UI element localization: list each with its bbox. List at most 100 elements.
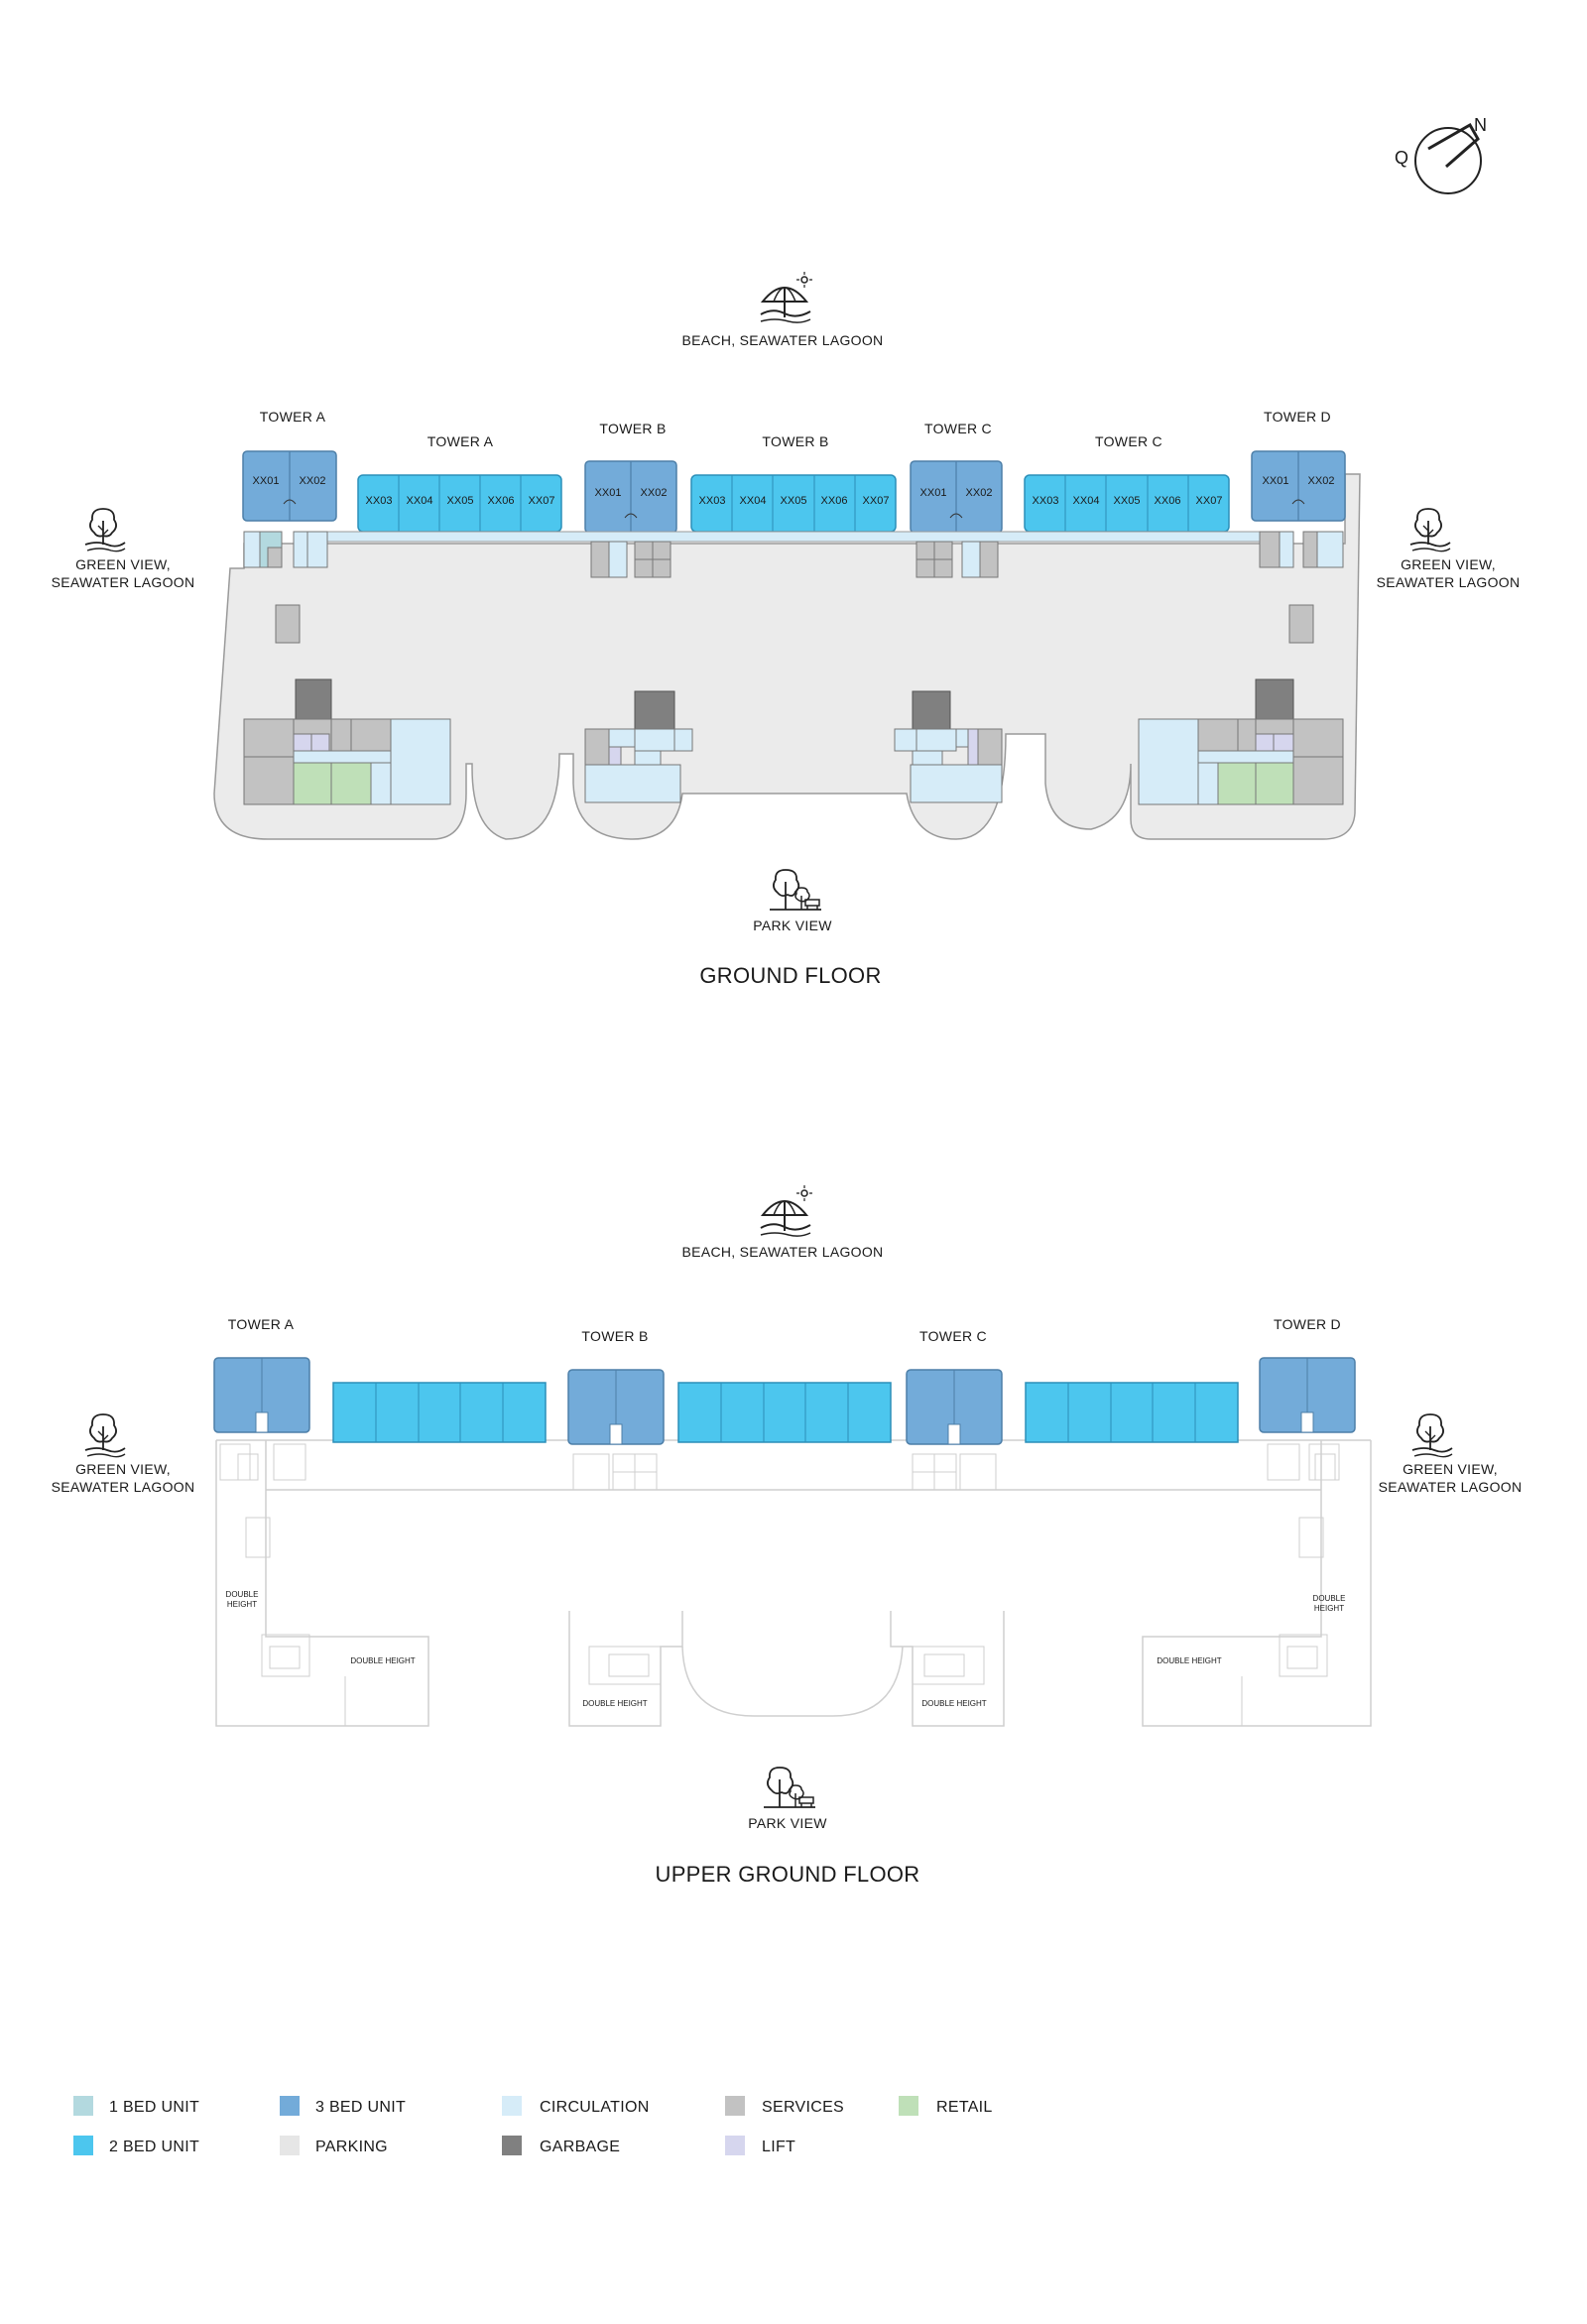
ugf-double-height-label: DOUBLE HEIGHT — [582, 1699, 647, 1708]
gf-green-right-line1: GREEN VIEW, — [1401, 556, 1496, 572]
unit-label: XX07 — [863, 495, 890, 507]
gf-tower-b-wing: XX03 XX04 XX05 XX06 XX07 — [690, 474, 897, 533]
gf-tower-d-corner-units: XX01 XX02 — [1251, 450, 1346, 522]
ugf-tower-label: TOWER B — [581, 1328, 648, 1344]
unit-label: XX04 — [740, 495, 767, 507]
legend-item: PARKING — [280, 2136, 388, 2155]
ugf-green-right-line1: GREEN VIEW, — [1403, 1461, 1498, 1477]
unit-label: XX06 — [821, 495, 848, 507]
gf-tower-c-base — [894, 690, 1003, 803]
unit-label: XX02 — [641, 487, 668, 499]
legend-swatch — [502, 2096, 522, 2116]
gf-service-box — [275, 604, 301, 644]
unit-label: XX01 — [920, 487, 947, 499]
ugf-green-left-line2: SEAWATER LAGOON — [52, 1479, 195, 1495]
legend-swatch — [280, 2136, 300, 2155]
upper-ground-floor-title: UPPER GROUND FLOOR — [656, 1862, 920, 1887]
legend-swatch — [73, 2136, 93, 2155]
unit-label: XX07 — [529, 495, 555, 507]
gf-corridor — [326, 531, 1261, 543]
gf-green-right-line2: SEAWATER LAGOON — [1377, 574, 1521, 590]
unit-label: XX01 — [1263, 475, 1289, 487]
legend-swatch — [73, 2096, 93, 2116]
gf-core-c — [916, 541, 999, 578]
gf-tower-label: TOWER C — [1095, 433, 1162, 449]
legend-item: GARBAGE — [502, 2136, 620, 2155]
compass-north-label: N — [1474, 115, 1487, 135]
unit-label: XX02 — [300, 475, 326, 487]
gf-tower-label: TOWER C — [924, 421, 992, 436]
gf-core-a — [243, 531, 328, 568]
park-tree-bench-icon — [769, 869, 822, 911]
legend-item: 2 BED UNIT — [73, 2136, 199, 2155]
legend-item: RETAIL — [899, 2096, 993, 2116]
compass-needle-icon — [1427, 122, 1480, 169]
legend-label: 3 BED UNIT — [315, 2099, 406, 2116]
ground-floor-title: GROUND FLOOR — [699, 963, 881, 988]
gf-tower-d-base — [1138, 678, 1344, 805]
ugf-cores — [219, 1443, 1340, 1726]
legend-item: 1 BED UNIT — [73, 2096, 199, 2116]
legend: 1 BED UNIT 2 BED UNIT 3 BED UNIT PARKING… — [73, 2096, 993, 2155]
gf-parking-area — [213, 473, 1361, 840]
two-bed-wing — [677, 1382, 892, 1443]
unit-label: XX03 — [366, 495, 393, 507]
unit-label: XX03 — [1033, 495, 1059, 507]
upper-ground-floor-plan: BEACH, SEAWATER LAGOON GREEN VIEW, SEAWA… — [52, 1184, 1523, 1887]
ugf-tower-a-wing — [332, 1382, 547, 1443]
ugf-tower-a-units — [213, 1357, 310, 1433]
legend-label: GARBAGE — [540, 2139, 620, 2155]
legend-label: LIFT — [762, 2139, 795, 2155]
legend-item: CIRCULATION — [502, 2096, 650, 2116]
gf-service-box — [1288, 604, 1314, 644]
unit-label: XX07 — [1196, 495, 1223, 507]
ugf-park-label: PARK VIEW — [748, 1815, 827, 1831]
legend-item: 3 BED UNIT — [280, 2096, 406, 2116]
gf-tower-a-base — [243, 678, 451, 805]
beach-umbrella-icon — [760, 271, 813, 324]
gf-green-left-line1: GREEN VIEW, — [75, 556, 171, 572]
ugf-tower-b-units — [567, 1369, 665, 1445]
ugf-double-height-label: HEIGHT — [1314, 1604, 1344, 1613]
unit-label: XX04 — [1073, 495, 1100, 507]
gf-tower-label: TOWER A — [427, 433, 494, 449]
unit-label: XX01 — [595, 487, 622, 499]
gf-tower-a-corner-units: XX01 XX02 — [242, 450, 337, 522]
legend-label: CIRCULATION — [540, 2099, 650, 2116]
unit-label: XX02 — [1308, 475, 1335, 487]
ugf-tower-c-wing — [1025, 1382, 1239, 1443]
unit-label: XX06 — [1155, 495, 1181, 507]
ugf-double-height-label: DOUBLE HEIGHT — [1157, 1656, 1221, 1665]
gf-tower-b-base — [584, 690, 693, 803]
ugf-beach-label: BEACH, SEAWATER LAGOON — [682, 1244, 884, 1260]
gf-park-label: PARK VIEW — [753, 917, 832, 933]
unit-label: XX04 — [407, 495, 433, 507]
compass-other-label: Q — [1395, 148, 1408, 168]
ugf-double-height-label: DOUBLE HEIGHT — [350, 1656, 415, 1665]
ugf-double-height-label: DOUBLE HEIGHT — [921, 1699, 986, 1708]
ugf-tower-label: TOWER C — [919, 1328, 987, 1344]
ugf-double-height-label: DOUBLE — [226, 1590, 259, 1599]
ugf-green-right-line2: SEAWATER LAGOON — [1379, 1479, 1523, 1495]
legend-label: RETAIL — [936, 2099, 993, 2116]
unit-label: XX03 — [699, 495, 726, 507]
legend-swatch — [899, 2096, 918, 2116]
legend-swatch — [725, 2096, 745, 2116]
legend-item: LIFT — [725, 2136, 795, 2155]
ugf-tower-c-units — [906, 1369, 1003, 1445]
compass: N Q — [1395, 115, 1487, 194]
ugf-tower-label: TOWER A — [228, 1316, 295, 1332]
two-bed-wing — [332, 1382, 547, 1443]
gf-tower-a-wing: XX03 XX04 XX05 XX06 XX07 — [357, 474, 562, 533]
ugf-tower-label: TOWER D — [1274, 1316, 1341, 1332]
tree-water-icon — [1411, 1413, 1453, 1458]
legend-label: PARKING — [315, 2139, 388, 2155]
tree-water-icon — [84, 508, 126, 552]
ugf-double-height-label: HEIGHT — [227, 1600, 257, 1609]
unit-label: XX05 — [447, 495, 474, 507]
gf-tower-label: TOWER B — [599, 421, 666, 436]
two-bed-wing — [1025, 1382, 1239, 1443]
ugf-green-left-line1: GREEN VIEW, — [75, 1461, 171, 1477]
legend-label: 1 BED UNIT — [109, 2099, 199, 2116]
